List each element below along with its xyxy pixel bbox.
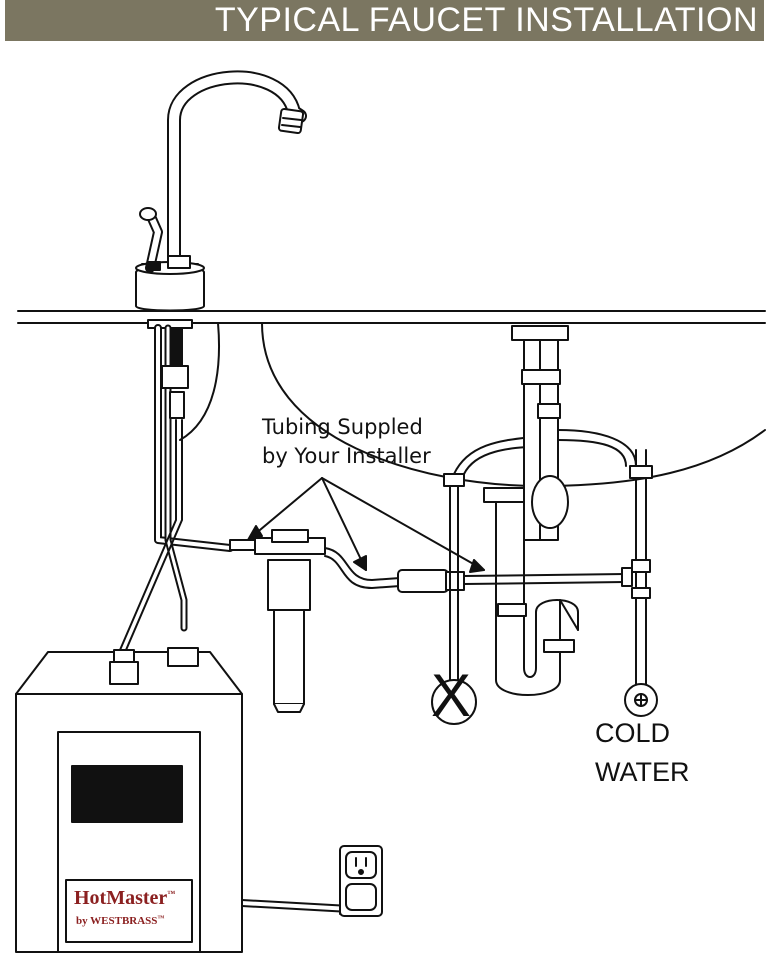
cold-water-valve-icon xyxy=(624,683,658,717)
wall-outlet-icon xyxy=(339,845,383,917)
supply-tubing xyxy=(324,547,633,593)
brand-sub: by WESTBRASS™ xyxy=(76,914,164,927)
faucet xyxy=(135,70,307,312)
hot-water-valve-icon xyxy=(431,679,477,725)
tank-display xyxy=(71,765,183,823)
drain-p-trap xyxy=(483,325,579,696)
water-filter xyxy=(229,529,326,713)
brand-sub-text: by WESTBRASS xyxy=(76,915,157,927)
annotation-line-2: by Your Installer xyxy=(262,444,431,468)
cold-water-label-2: WATER xyxy=(595,757,690,787)
x-mark: X xyxy=(431,662,471,729)
cold-water-label-1: COLD xyxy=(595,718,670,748)
annotation-arrows xyxy=(247,477,485,573)
cold-water-line xyxy=(557,429,653,701)
brand-name-text: HotMaster xyxy=(74,887,167,909)
countertop xyxy=(17,310,766,324)
sink-bowl xyxy=(179,322,766,487)
annotation-line-1: Tubing Suppled xyxy=(261,415,423,439)
page-title: TYPICAL FAUCET INSTALLATION xyxy=(5,0,764,41)
brand-name-tm: ™ xyxy=(167,889,175,898)
faucet-supply-lines xyxy=(119,319,234,651)
brand-name: HotMaster™ xyxy=(74,887,175,909)
hot-water-tank xyxy=(15,647,243,953)
brand-sub-tm: ™ xyxy=(157,914,164,922)
